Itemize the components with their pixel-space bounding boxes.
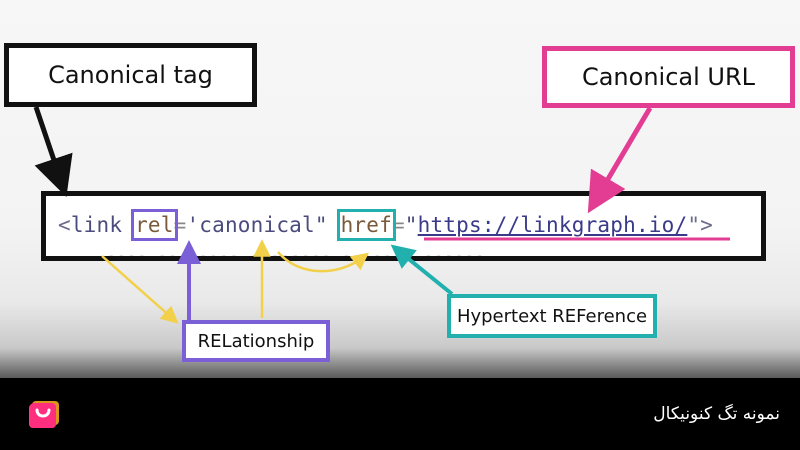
code-open-bracket: <: [58, 213, 71, 237]
code-href-attribute: href: [336, 209, 396, 241]
code-quote-open: ": [404, 213, 418, 237]
canonical-url-label: Canonical URL: [542, 46, 795, 108]
code-rel-value: 'canonical": [186, 213, 328, 237]
code-line-link-tag: <link rel='canonical" href="https://link…: [58, 209, 714, 241]
code-equals-2: =: [391, 213, 405, 237]
code-rel-attribute: rel: [131, 209, 178, 241]
code-url-value: https://linkgraph.io/: [417, 213, 688, 237]
blurred-code-line-above: ◦◦◦ ◦◦◦ ◦◦◦◦◦ ◦◦◦◦◦◦◦ ◦◦◦◦◦◦◦◦◦ ◦◦◦◦◦◦◦◦: [106, 191, 516, 203]
hypertext-reference-label: Hypertext REFerence: [447, 294, 657, 338]
code-close-bracket: ">: [687, 213, 714, 237]
footer-caption: نمونه تگ کنونیکال: [653, 404, 780, 424]
shopping-bag-icon: [29, 401, 59, 428]
code-snippet: ◦◦◦ ◦◦◦ ◦◦◦◦◦ ◦◦◦◦◦◦◦ ◦◦◦◦◦◦◦◦◦ ◦◦◦◦◦◦◦◦…: [41, 191, 766, 261]
code-tag-name: link: [70, 213, 123, 237]
canonical-tag-label: Canonical tag: [4, 43, 257, 107]
blurred-code-line-below: ◦◦◦◦ ◦◦◦◦◦◦◦◦ ◦◦◦◦◦◦◦◦ ◦◦◦◦◦◦◦ ◦◦◦◦◦◦: [106, 249, 485, 261]
footer-bar: [0, 378, 800, 450]
relationship-label: RELationship: [182, 320, 330, 362]
code-equals-1: =: [173, 213, 187, 237]
